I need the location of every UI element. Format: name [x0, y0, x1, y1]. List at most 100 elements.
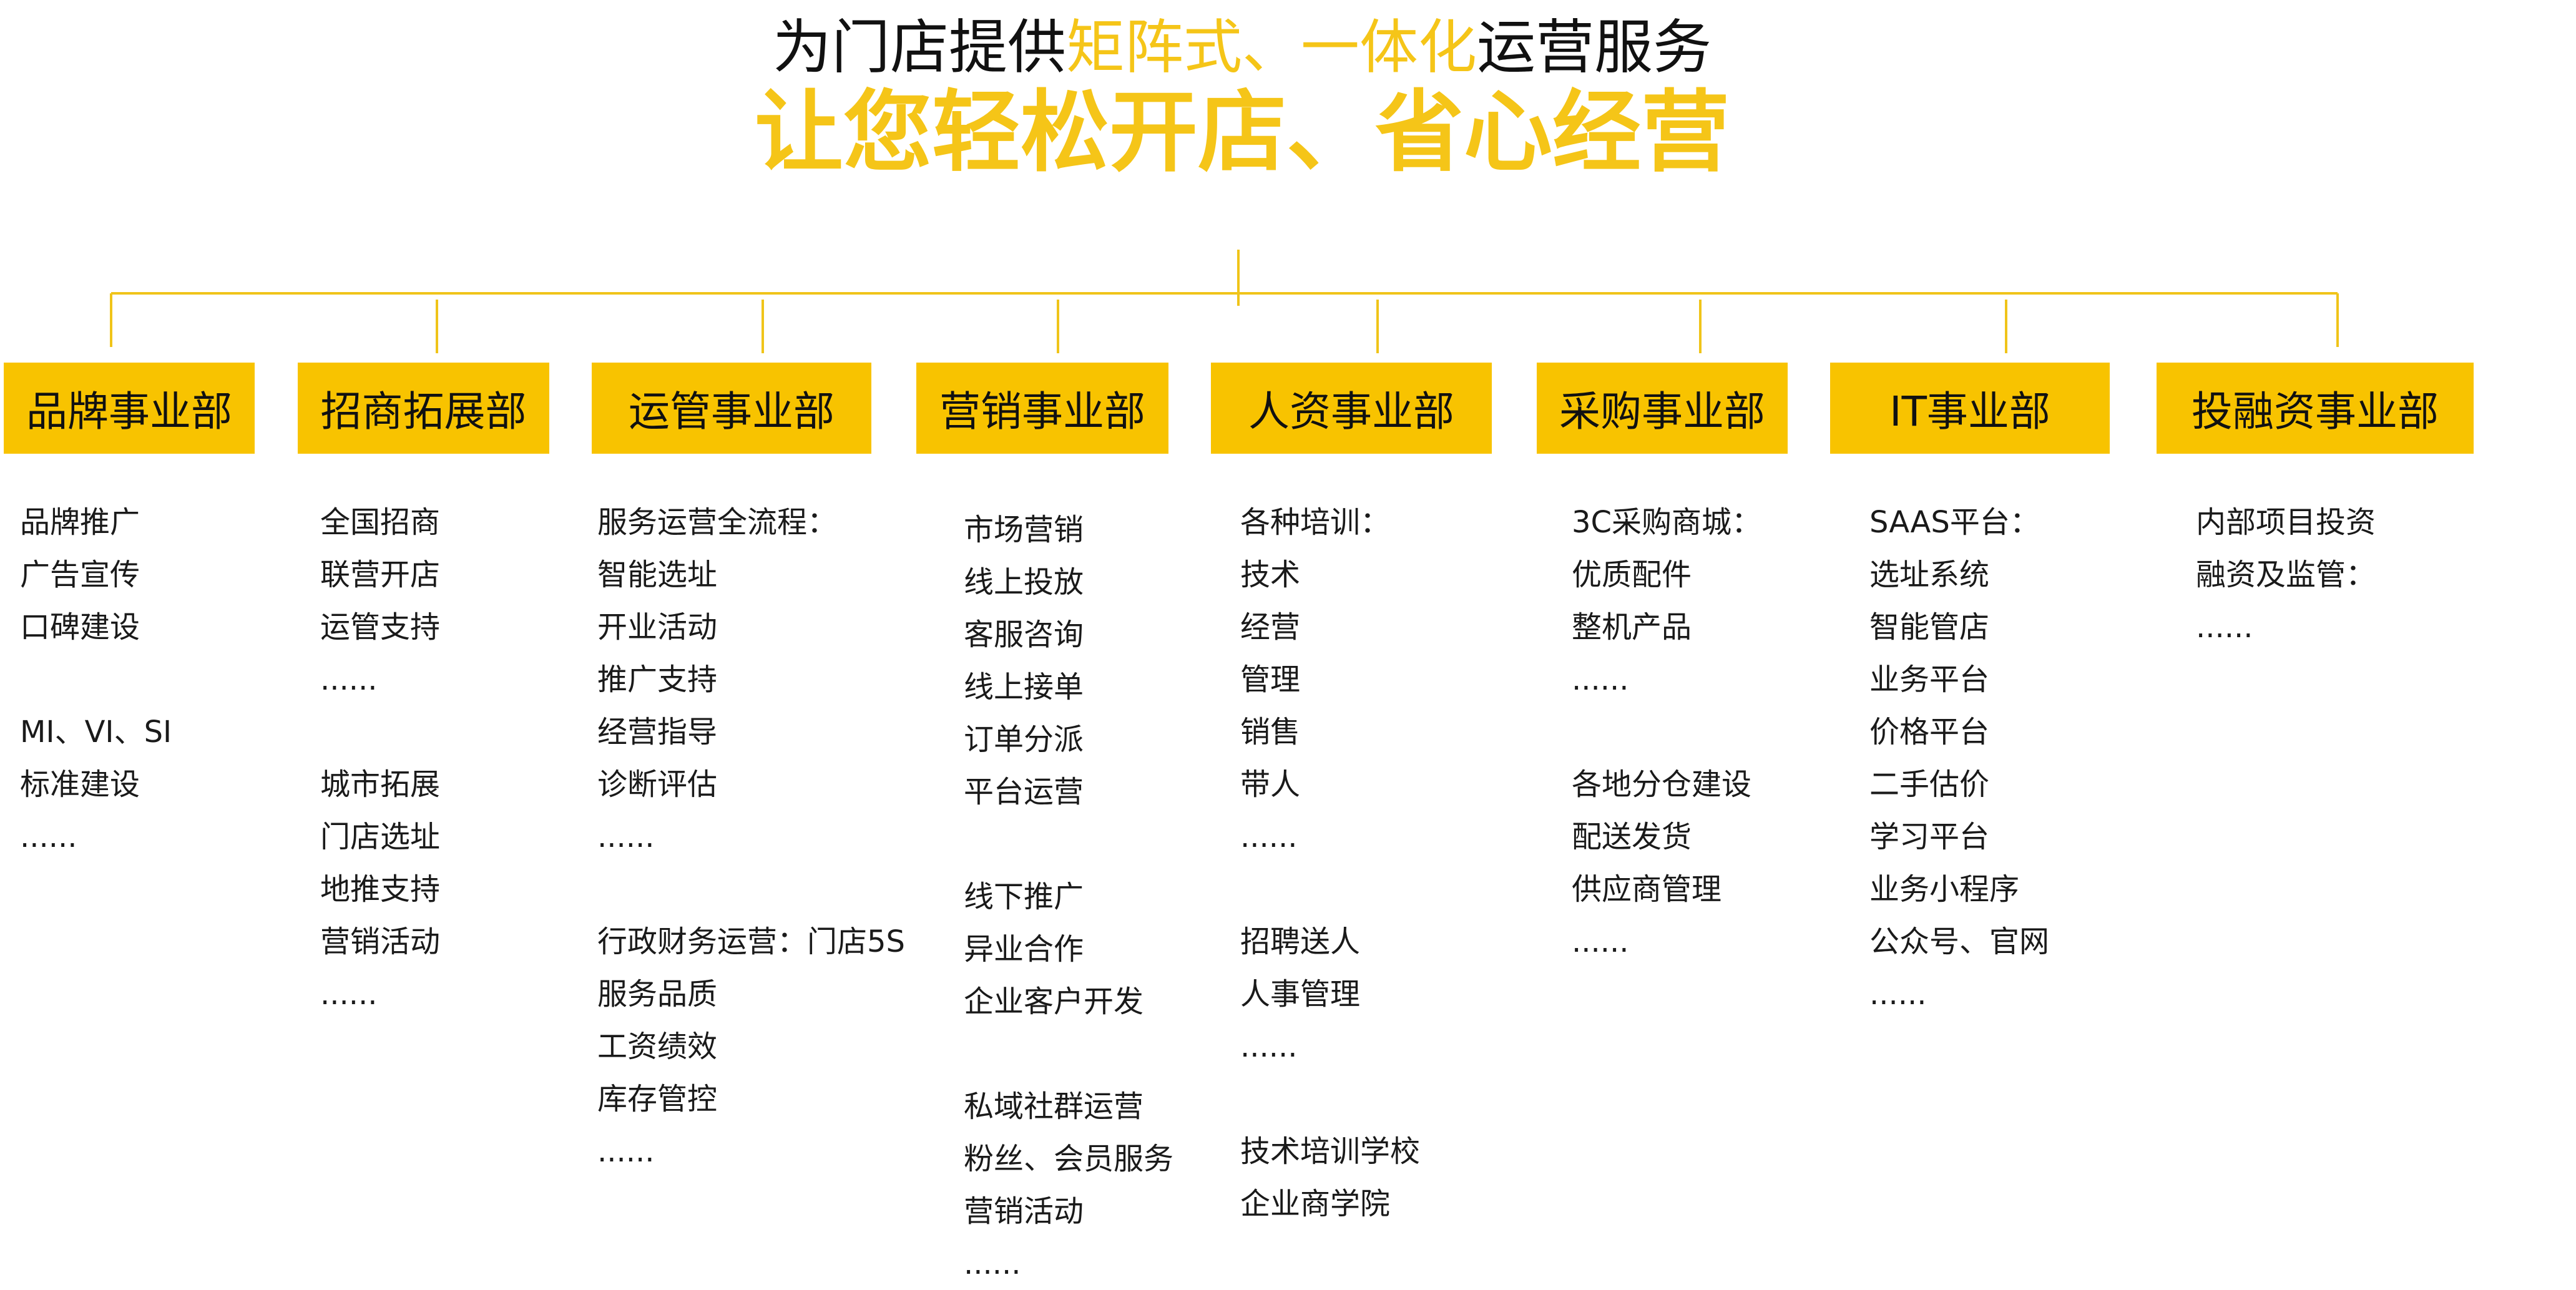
dept-item: 各种培训： [1240, 505, 1391, 540]
dept-items-it: SAAS平台： 选址系统 智能管店 业务平台 价格平台 二手估价 学习平台 业务… [1869, 496, 2049, 1020]
dept-item: 经营指导 [597, 715, 718, 750]
dept-item-spacer [1240, 1073, 1420, 1125]
dept-item: 智能选址 [597, 557, 718, 592]
dept-item: 内部项目投资 [2196, 505, 2376, 540]
dept-item-spacer [964, 1028, 1173, 1080]
dept-item: 公众号、官网 [1869, 924, 2050, 959]
dept-item: 服务品质 [597, 977, 718, 1012]
dept-item: ...... [964, 1246, 1021, 1281]
dept-item: 订单分派 [964, 722, 1084, 757]
dept-box-investment: 投融资事业部 [2157, 363, 2474, 454]
dept-box-it: IT事业部 [1830, 363, 2110, 454]
dept-item: 门店选址 [320, 819, 441, 854]
dept-item: 联营开店 [320, 557, 441, 592]
headline-highlight: 矩阵式、一体化 [1065, 14, 1477, 82]
dept-item: 企业商学院 [1240, 1186, 1391, 1221]
dept-item-spacer [1572, 706, 1761, 758]
dept-item: 行政财务运营：门店5S [597, 924, 906, 959]
dept-item: 3C采购商城： [1572, 505, 1762, 540]
dept-item: 标准建设 [20, 767, 140, 802]
dept-item: 诊断评估 [597, 767, 718, 802]
dept-label: 品牌事业部 [26, 388, 232, 436]
dept-item: ...... [320, 662, 378, 697]
dept-item: 融资及监管： [2196, 557, 2376, 592]
dept-item: 选址系统 [1869, 557, 1990, 592]
dept-item: 城市拓展 [320, 767, 441, 802]
dept-item: 粉丝、会员服务 [964, 1141, 1174, 1176]
dept-item: 客服咨询 [964, 617, 1084, 652]
dept-item-spacer [1240, 863, 1420, 916]
dept-item: MI、VI、SI [20, 715, 172, 750]
dept-item: ...... [597, 819, 655, 854]
dept-items-marketing: 市场营销 线上投放 客服咨询 线上接单 订单分派 平台运营 线下推广 异业合作 … [964, 504, 1173, 1290]
dept-item: ...... [1240, 1029, 1298, 1064]
dept-item: 市场营销 [964, 512, 1084, 547]
dept-items-hr: 各种培训： 技术 经营 管理 销售 带人 ...... 招聘送人 人事管理 ..… [1240, 496, 1420, 1230]
dept-items-franchise: 全国招商 联营开店 运管支持 ...... 城市拓展 门店选址 地推支持 营销活… [320, 496, 440, 1020]
dept-item: ...... [597, 1134, 655, 1169]
dept-label: 营销事业部 [939, 388, 1145, 436]
dept-item: 销售 [1240, 715, 1301, 750]
dept-items-procurement: 3C采购商城： 优质配件 整机产品 ...... 各地分仓建设 配送发货 供应商… [1572, 496, 1761, 968]
dept-item: 智能管店 [1869, 610, 1990, 645]
dept-item: 推广支持 [597, 662, 718, 697]
dept-label: 采购事业部 [1559, 388, 1765, 436]
dept-item: 平台运营 [964, 774, 1084, 809]
dept-item: ...... [1240, 819, 1298, 854]
dept-item: 品牌推广 [20, 505, 140, 540]
dept-box-hr: 人资事业部 [1211, 363, 1492, 454]
dept-item: 管理 [1240, 662, 1301, 697]
dept-item-spacer [20, 653, 172, 706]
dept-items-brand: 品牌推广 广告宣传 口碑建设 MI、VI、SI 标准建设 ...... [20, 496, 172, 863]
dept-item-spacer [320, 706, 440, 758]
dept-item: 带人 [1240, 767, 1301, 802]
dept-item: 运管支持 [320, 610, 441, 645]
dept-item: 各地分仓建设 [1572, 767, 1752, 802]
dept-item: ...... [1869, 977, 1927, 1012]
dept-item: 供应商管理 [1572, 872, 1722, 907]
dept-items-investment: 内部项目投资 融资及监管： ...... [2196, 496, 2376, 653]
dept-item: 服务运营全流程： [597, 505, 838, 540]
dept-item-spacer [964, 818, 1173, 871]
dept-item: 线上投放 [964, 565, 1084, 600]
dept-item: 线下推广 [964, 879, 1084, 914]
dept-label: IT事业部 [1889, 388, 2050, 436]
dept-item: 线上接单 [964, 670, 1084, 705]
dept-box-operations: 运管事业部 [592, 363, 871, 454]
dept-item: 工资绩效 [597, 1029, 718, 1064]
headline-primary: 为门店提供矩阵式、一体化运营服务 [0, 7, 2484, 89]
dept-item: 配送发货 [1572, 819, 1692, 854]
dept-item: 经营 [1240, 610, 1301, 645]
dept-box-brand: 品牌事业部 [4, 363, 255, 454]
dept-box-procurement: 采购事业部 [1537, 363, 1788, 454]
dept-item: ...... [1572, 662, 1629, 697]
dept-item: ...... [1572, 924, 1629, 959]
dept-item: ...... [20, 819, 77, 854]
dept-item: 学习平台 [1869, 819, 1990, 854]
dept-item: 营销活动 [320, 924, 441, 959]
dept-item: 价格平台 [1869, 715, 1990, 750]
dept-label: 人资事业部 [1248, 388, 1454, 436]
dept-item: 广告宣传 [20, 557, 140, 592]
headline-suffix: 运营服务 [1477, 14, 1712, 82]
dept-item: SAAS平台： [1869, 505, 2040, 540]
dept-item: 地推支持 [320, 872, 441, 907]
dept-box-franchise: 招商拓展部 [298, 363, 549, 454]
headline-prefix: 为门店提供 [772, 14, 1066, 82]
dept-box-marketing: 营销事业部 [916, 363, 1168, 454]
headline-secondary: 让您轻松开店、省心经营 [755, 81, 1730, 184]
dept-item: 业务平台 [1869, 662, 1990, 697]
dept-item: ...... [320, 977, 378, 1012]
dept-item: 人事管理 [1240, 977, 1361, 1012]
dept-item: 优质配件 [1572, 557, 1692, 592]
dept-item: 私域社群运营 [964, 1089, 1144, 1124]
dept-label: 运管事业部 [629, 388, 835, 436]
dept-item: 开业活动 [597, 610, 718, 645]
dept-item: 企业客户开发 [964, 984, 1144, 1019]
dept-item: 二手估价 [1869, 767, 1990, 802]
dept-item: 全国招商 [320, 505, 441, 540]
dept-item: 招聘送人 [1240, 924, 1361, 959]
dept-item: 营销活动 [964, 1194, 1084, 1229]
dept-item: 技术培训学校 [1240, 1134, 1421, 1169]
